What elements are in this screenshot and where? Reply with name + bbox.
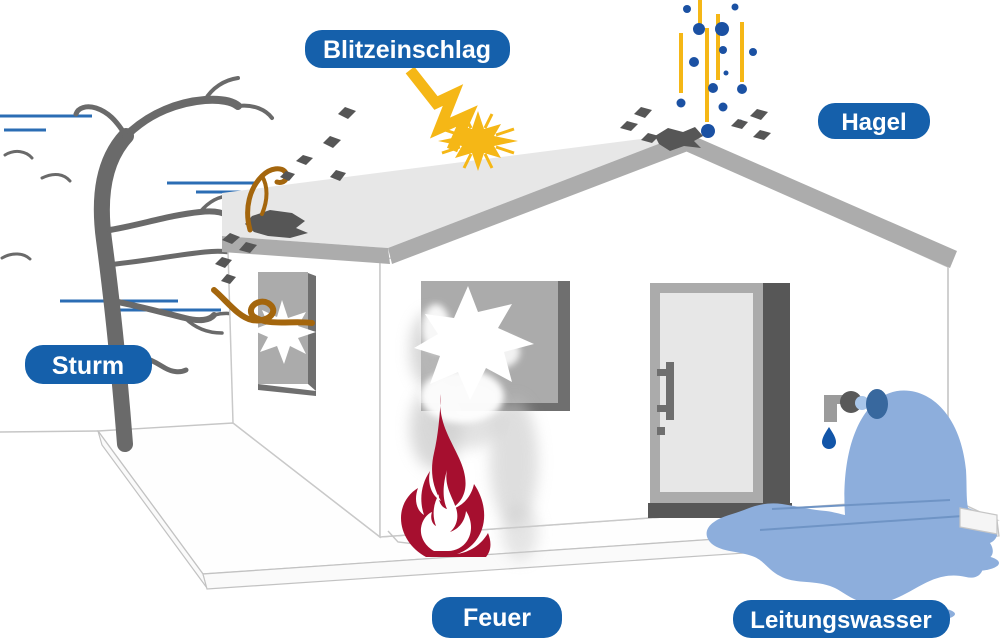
labels: Blitzeinschlag Hagel Sturm Feuer Leitung… <box>25 30 950 638</box>
tap-water <box>706 389 999 623</box>
shingle-debris <box>221 274 236 284</box>
roof-storm-hole <box>245 210 308 238</box>
smoke-puff <box>502 504 538 560</box>
label-pill <box>733 600 950 638</box>
label-text-hagel: Hagel <box>841 109 906 136</box>
label-blitzeinschlag: Blitzeinschlag <box>305 30 510 68</box>
branch-on-roof-fork <box>260 174 269 216</box>
roof-surface <box>222 133 687 248</box>
roof <box>222 127 957 490</box>
side-window <box>211 272 316 396</box>
walkway-edge-under-water <box>771 499 951 510</box>
flying-twig <box>3 149 34 160</box>
flame-inner <box>420 470 472 551</box>
ground-edge-line <box>0 430 99 433</box>
shingle-debris <box>330 170 346 181</box>
white-smoke-puff <box>422 304 450 352</box>
pipe-collar <box>855 396 869 410</box>
roof-rake-left <box>388 133 696 264</box>
side-window-frame-bottom <box>258 384 316 396</box>
hail-roof-debris <box>620 107 771 143</box>
label-pill <box>432 597 562 638</box>
shingle-debris <box>338 107 356 119</box>
label-pill <box>818 103 930 139</box>
label-text-leitungswasser: Leitungswasser <box>750 607 931 634</box>
tree-twig <box>183 316 224 335</box>
water-drop-icon <box>822 427 836 449</box>
door-keyhole <box>657 427 665 435</box>
label-pill <box>25 345 152 384</box>
front-window-frame-right <box>558 281 570 411</box>
tree-twig <box>236 103 274 120</box>
door-panel <box>660 293 753 492</box>
door-open-edge <box>763 283 790 503</box>
label-pill <box>305 30 510 68</box>
branch-through-window <box>211 287 315 326</box>
smoke-column <box>490 398 538 526</box>
water-puddle <box>706 390 998 604</box>
shingle-debris <box>323 136 341 148</box>
white-smoke-puff <box>420 369 504 423</box>
lightning-bolt-icon <box>405 66 478 153</box>
shingle-debris <box>215 257 232 268</box>
hail <box>620 0 771 143</box>
tree-branch <box>107 208 233 233</box>
storm-debris <box>215 107 356 284</box>
door-handle-bar <box>666 362 674 420</box>
label-sturm: Sturm <box>25 345 152 384</box>
pipe-valve-wheel <box>866 389 888 419</box>
roof-fascia <box>222 236 390 264</box>
label-leitungswasser: Leitungswasser <box>733 600 950 638</box>
label-text-sturm: Sturm <box>52 352 124 380</box>
shingle-debris <box>280 171 295 181</box>
tree-trunk <box>93 128 134 452</box>
pipe-valve-knob <box>840 391 862 413</box>
roof-rake-right <box>683 133 957 268</box>
label-feuer: Feuer <box>432 597 562 638</box>
water-wisp <box>951 555 999 571</box>
fire-scene <box>387 286 538 560</box>
door-handle-mount <box>657 369 666 376</box>
tree-branch <box>122 95 242 140</box>
storm-tree <box>0 76 286 452</box>
tree-twig <box>73 104 129 139</box>
shingle-debris <box>296 155 313 165</box>
impact-burst-star <box>438 111 518 171</box>
impact-burst-rays <box>441 113 515 169</box>
white-smoke-puff <box>480 336 520 368</box>
tree-twig <box>203 76 240 102</box>
flying-twig <box>0 252 32 261</box>
label-text-blitzeinschlag: Blitzeinschlag <box>323 36 491 64</box>
label-hagel: Hagel <box>818 103 930 139</box>
shingle-debris <box>222 233 240 244</box>
walkway-end-cap <box>959 507 998 535</box>
front-door <box>648 283 792 518</box>
impact-burst <box>438 111 518 171</box>
roof-peak-hole <box>655 127 703 151</box>
smoke-burst <box>414 286 534 400</box>
lightning <box>405 66 518 171</box>
branch-on-roof <box>245 166 290 233</box>
shingle-debris <box>239 242 257 253</box>
flying-twig <box>40 172 72 183</box>
door-handle-mount <box>657 405 666 412</box>
label-text-feuer: Feuer <box>463 604 531 632</box>
walkway-edge-under-water <box>759 515 964 531</box>
